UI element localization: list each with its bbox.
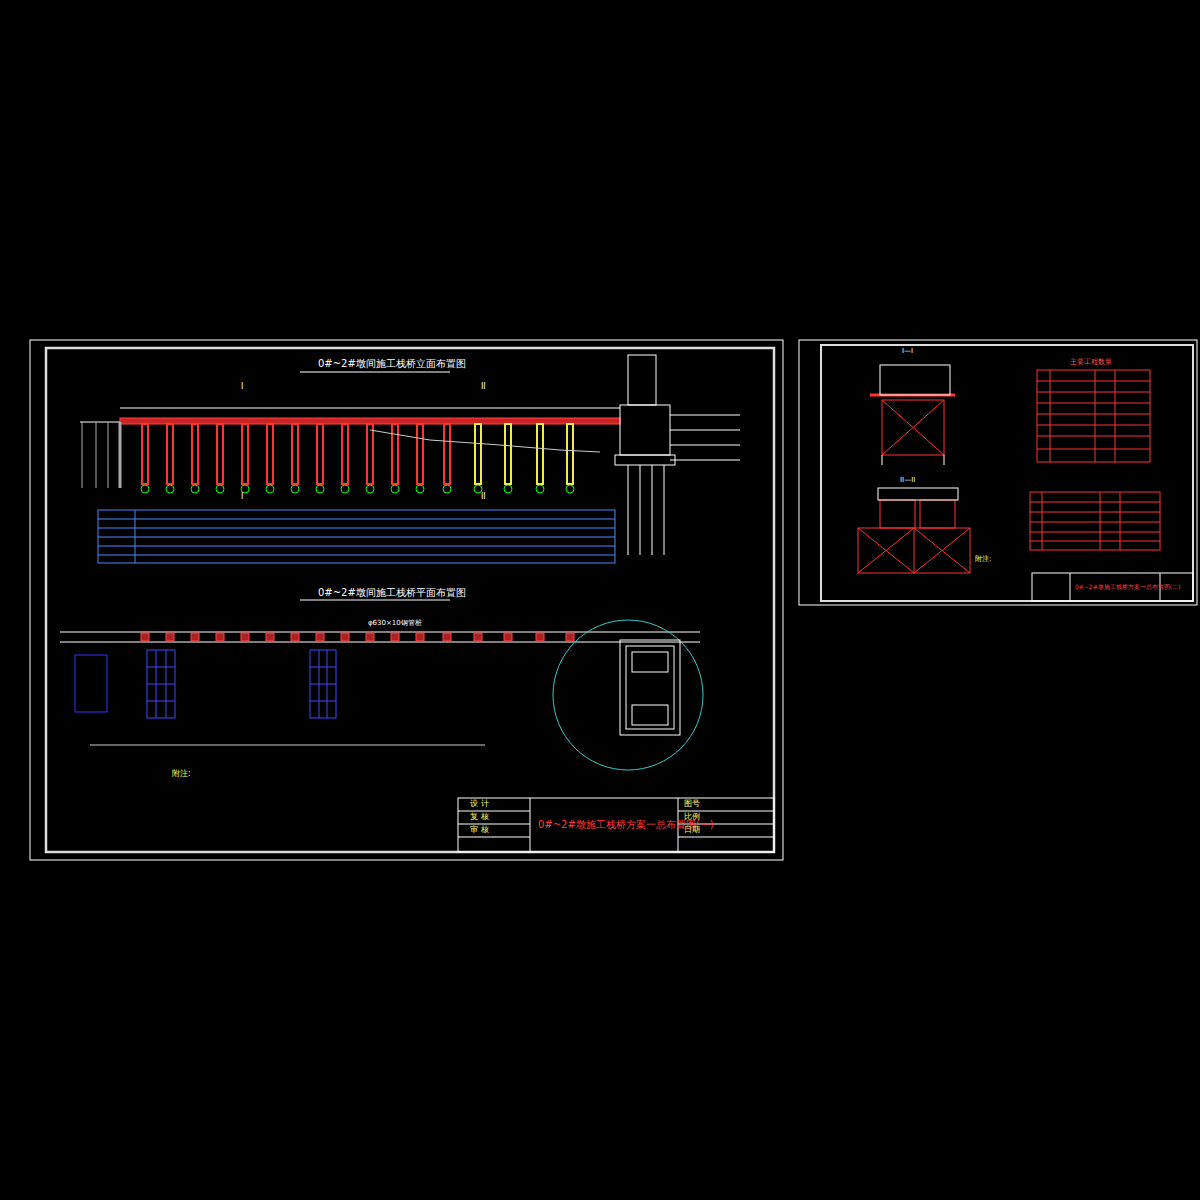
section-mark: I bbox=[241, 383, 243, 392]
title-block-label: 图号 bbox=[684, 800, 700, 809]
title-block-cell: 0#~2#墩施工栈桥方案一总布置图(二) bbox=[1072, 574, 1183, 600]
notes-heading: 附注: bbox=[975, 556, 991, 564]
section-mark: II bbox=[481, 383, 486, 392]
view-title: 0#~2#墩间施工栈桥平面布置图 bbox=[318, 587, 466, 598]
section-mark: I bbox=[241, 493, 243, 502]
title-block-label: 日期 bbox=[684, 826, 700, 835]
notes-heading: 附注: bbox=[172, 770, 191, 779]
section-title: I—I bbox=[902, 348, 913, 356]
title-block-label: 比例 bbox=[684, 813, 700, 822]
drawing-title: 0#~2#墩施工栈桥方案一总布置图(二) bbox=[1075, 583, 1180, 592]
section-mark: II bbox=[481, 493, 486, 502]
title-block-label: 设 计 bbox=[470, 800, 489, 809]
table-title: 主要工程数量 bbox=[1070, 359, 1112, 367]
title-block-label: 审 核 bbox=[470, 826, 489, 835]
section-title: II—II bbox=[900, 477, 915, 485]
title-block-label: 复 核 bbox=[470, 813, 489, 822]
pile-callout: φ630×10钢管桩 bbox=[368, 620, 422, 628]
view-title: 0#~2#墩间施工栈桥立面布置图 bbox=[318, 358, 466, 369]
